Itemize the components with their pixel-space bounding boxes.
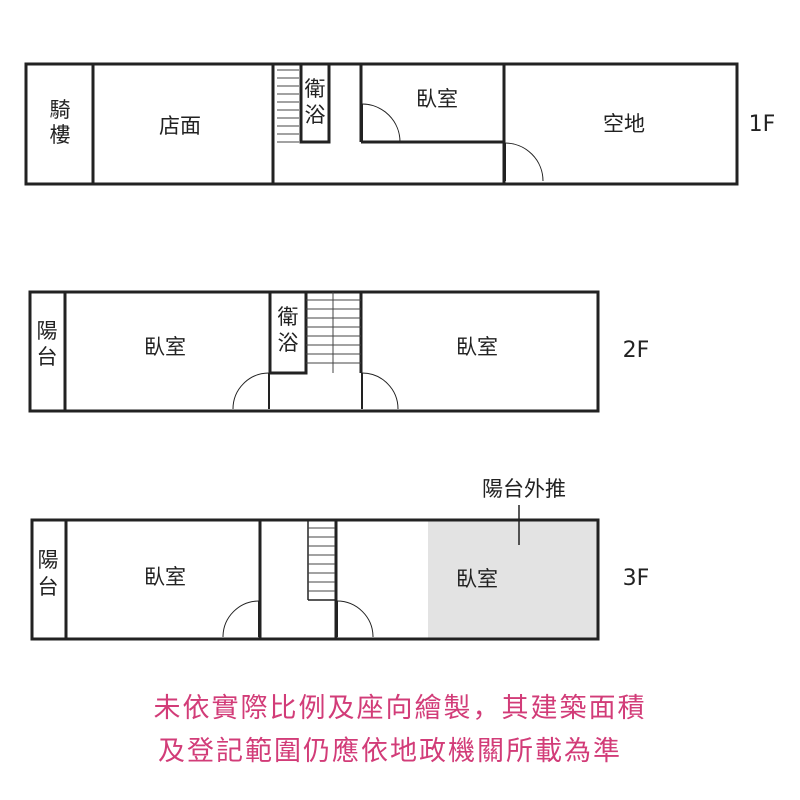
bathroom-1f-label-top: 衛 — [305, 77, 326, 101]
bedroom-3f-right-label: 臥室 — [456, 567, 498, 591]
bathroom-2f-box — [268, 290, 308, 375]
door-2f-left — [232, 372, 270, 410]
open-space-label: 空地 — [603, 112, 645, 136]
floor-3: 陽台外推 陽 台 臥室 臥室 3F — [30, 477, 650, 641]
stairs-1f — [277, 69, 299, 143]
balcony-2f-label-top: 陽 — [37, 319, 58, 343]
extension-note-label: 陽台外推 — [482, 477, 566, 501]
floor-2: 陽 台 臥室 衛 浴 臥室 2F — [28, 290, 650, 413]
disclaimer-line-2: 及登記範圍仍應依地政機關所載為準 — [158, 736, 622, 767]
arcade-label-bottom: 樓 — [50, 123, 71, 147]
bathroom-1f-label-bottom: 浴 — [305, 103, 326, 127]
door-3f-right — [336, 600, 374, 638]
balcony-3f-label-bottom: 台 — [38, 575, 59, 599]
door-1f-open-space — [504, 142, 544, 182]
floor-2-outline — [28, 290, 600, 413]
balcony-extension-area — [428, 520, 598, 639]
floor-1-outline — [24, 62, 739, 186]
balcony-3f-label-top: 陽 — [38, 548, 59, 572]
bathroom-2f-label-top: 衛 — [278, 305, 299, 329]
disclaimer: 未依實際比例及座向繪製，其建築面積 及登記範圍仍應依地政機關所載為準 — [154, 693, 647, 767]
bedroom-3f-left-label: 臥室 — [144, 565, 186, 589]
door-2f-right — [361, 372, 399, 410]
floor-3-outline — [30, 518, 600, 641]
bedroom-2f-left-label: 臥室 — [144, 335, 186, 359]
bedroom-2f-right-label: 臥室 — [456, 335, 498, 359]
door-3f-left — [222, 600, 260, 638]
disclaimer-line-1: 未依實際比例及座向繪製，其建築面積 — [154, 693, 647, 724]
stairs-2f — [306, 292, 361, 373]
floor-2-label: 2F — [623, 338, 650, 363]
shop-label: 店面 — [159, 114, 201, 138]
bedroom-1f-label: 臥室 — [416, 87, 458, 111]
stairs-3f — [307, 520, 335, 601]
balcony-2f-label-bottom: 台 — [37, 345, 58, 369]
bathroom-2f-label-bottom: 浴 — [278, 331, 299, 355]
bathroom-1f-box — [299, 62, 331, 144]
floor-1-label: 1F — [749, 112, 776, 137]
arcade-label-top: 騎 — [50, 98, 71, 122]
floor-3-label: 3F — [623, 566, 650, 591]
door-1f-bedroom — [361, 103, 401, 143]
floor-1: 騎 樓 店面 衛 浴 臥室 空地 1F — [24, 62, 776, 186]
